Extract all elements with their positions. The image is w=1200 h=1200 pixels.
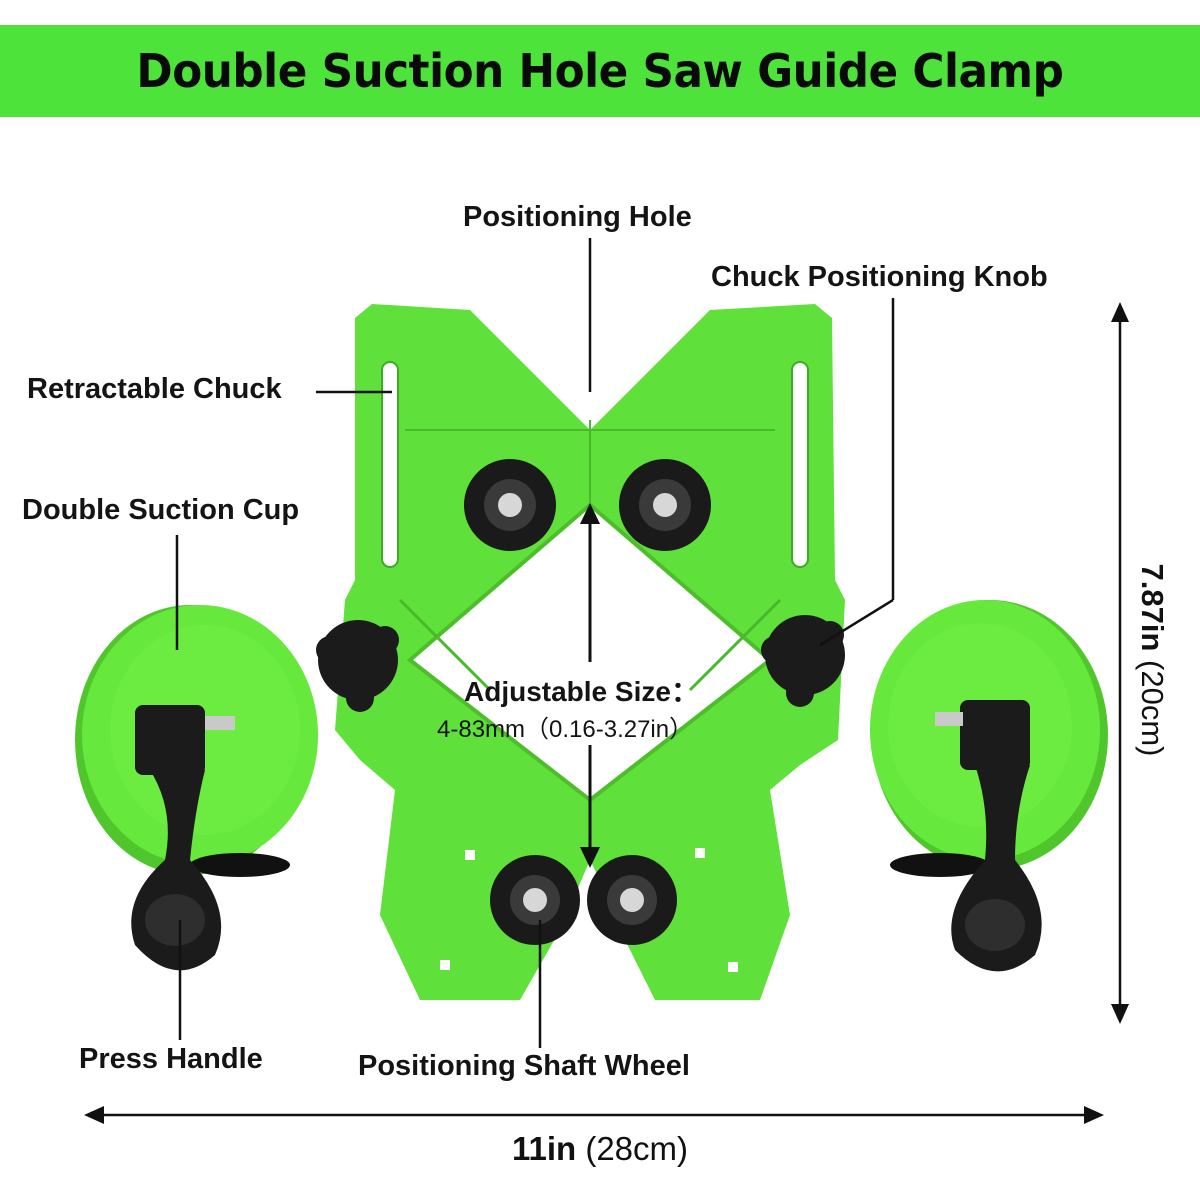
shaft-wheel-top-left — [464, 459, 556, 551]
callout-lines — [175, 238, 895, 1048]
height-cm: (20cm) — [1135, 660, 1170, 757]
width-dimension-arrow — [84, 1106, 1104, 1124]
page-title: Double Suction Hole Saw Guide Clamp — [136, 44, 1064, 98]
label-positioning-shaft-wheel: Positioning Shaft Wheel — [358, 1050, 690, 1082]
positioning-knob-right — [761, 615, 845, 707]
title-banner: Double Suction Hole Saw Guide Clamp — [0, 25, 1200, 117]
label-adjustable-range: 4-83mm（0.16-3.27in） — [437, 716, 694, 743]
width-cm: (28cm) — [585, 1130, 689, 1167]
height-dimension-label: 7.87in (20cm) — [1134, 564, 1170, 757]
width-dimension-label: 11in (28cm) — [0, 1130, 1200, 1168]
label-positioning-hole: Positioning Hole — [463, 201, 692, 233]
height-in: 7.87in — [1135, 563, 1170, 652]
label-retractable-chuck: Retractable Chuck — [27, 373, 282, 405]
shaft-wheel-bottom-right — [587, 855, 677, 945]
label-adjustable-size: Adjustable Size： — [464, 676, 699, 707]
positioning-knob-left — [316, 620, 399, 712]
width-in: 11in — [511, 1130, 577, 1167]
height-dimension-arrow — [1111, 302, 1129, 1024]
label-press-handle: Press Handle — [79, 1043, 263, 1075]
adjustable-size-arrows — [580, 503, 600, 868]
press-handle-left — [131, 705, 235, 971]
press-handle-right — [935, 700, 1042, 972]
label-double-suction-cup: Double Suction Cup — [22, 494, 300, 526]
shaft-wheel-top-right — [619, 459, 711, 551]
shaft-wheel-bottom-left — [490, 855, 580, 945]
label-chuck-positioning-knob: Chuck Positioning Knob — [711, 261, 1048, 293]
